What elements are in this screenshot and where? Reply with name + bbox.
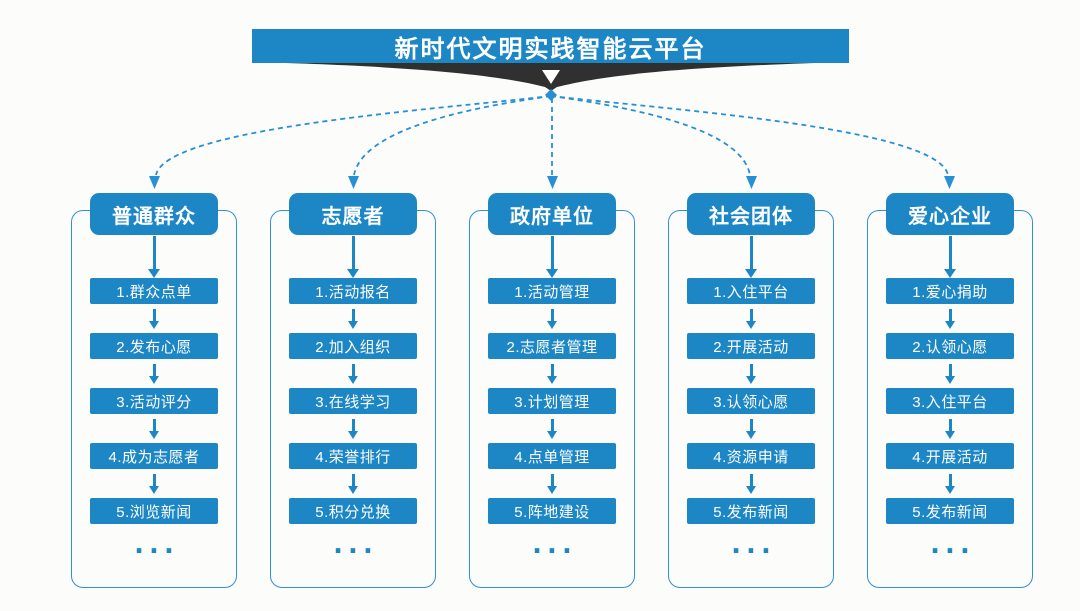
flow-step: 5.发布新闻 xyxy=(687,498,815,524)
title-ribbon-shadow xyxy=(252,62,849,91)
flow-step: 1.活动报名 xyxy=(289,278,417,304)
column-volunteers: 志愿者 1.活动报名 2.加入组织 3.在线学习 4.荣誉排行 5.积分兑换 .… xyxy=(270,193,436,588)
flow-step: 5.阵地建设 xyxy=(488,498,616,524)
column-header: 志愿者 xyxy=(289,193,417,235)
flow-step: 1.爱心捐助 xyxy=(886,278,1014,304)
platform-title: 新时代文明实践智能云平台 xyxy=(394,35,707,63)
ellipsis: ... xyxy=(731,524,777,560)
ellipsis: ... xyxy=(333,524,379,560)
arrow-down-icon xyxy=(149,469,159,498)
arrow-down-icon xyxy=(745,235,757,278)
flow-step: 2.加入组织 xyxy=(289,333,417,359)
arrow-down-icon xyxy=(149,359,159,388)
flow-step: 4.开展活动 xyxy=(886,443,1014,469)
flow-step: 4.点单管理 xyxy=(488,443,616,469)
arrow-down-icon xyxy=(148,235,160,278)
arrow-down-icon xyxy=(149,414,159,443)
arrow-down-icon xyxy=(547,304,557,333)
arrow-down-icon xyxy=(945,414,955,443)
flow-step: 5.发布新闻 xyxy=(886,498,1014,524)
flow-step: 3.计划管理 xyxy=(488,388,616,414)
flow-step: 4.成为志愿者 xyxy=(90,443,218,469)
flow-step: 3.认领心愿 xyxy=(687,388,815,414)
ellipsis: ... xyxy=(930,524,976,560)
platform-title-banner: 新时代文明实践智能云平台 xyxy=(252,29,849,63)
down-arrow-icon xyxy=(542,70,560,84)
flow-step: 3.活动评分 xyxy=(90,388,218,414)
flow-step: 1.入住平台 xyxy=(687,278,815,304)
arrow-down-icon xyxy=(348,359,358,388)
flow-step: 1.群众点单 xyxy=(90,278,218,304)
column-general-public: 普通群众 1.群众点单 2.发布心愿 3.活动评分 4.成为志愿者 5.浏览新闻… xyxy=(71,193,237,588)
arrow-down-icon xyxy=(347,235,359,278)
arrow-down-icon xyxy=(945,304,955,333)
arrow-down-icon xyxy=(746,304,756,333)
arrow-down-icon xyxy=(348,469,358,498)
flow-step: 4.荣誉排行 xyxy=(289,443,417,469)
arrow-down-icon xyxy=(348,304,358,333)
column-header: 政府单位 xyxy=(488,193,616,235)
connector-arrowhead-icon xyxy=(149,176,955,189)
arrow-down-icon xyxy=(546,235,558,278)
role-columns: 普通群众 1.群众点单 2.发布心愿 3.活动评分 4.成为志愿者 5.浏览新闻… xyxy=(71,193,1033,588)
flow-step: 2.开展活动 xyxy=(687,333,815,359)
arrow-down-icon xyxy=(547,414,557,443)
flow-step: 5.积分兑换 xyxy=(289,498,417,524)
arrow-down-icon xyxy=(348,414,358,443)
arrow-down-icon xyxy=(547,469,557,498)
arrow-down-icon xyxy=(944,235,956,278)
flow-step: 2.志愿者管理 xyxy=(488,333,616,359)
flow-step: 3.入住平台 xyxy=(886,388,1014,414)
connector-origin-node xyxy=(545,89,557,101)
arrow-down-icon xyxy=(945,469,955,498)
flow-step: 4.资源申请 xyxy=(687,443,815,469)
arrow-down-icon xyxy=(547,359,557,388)
column-header: 爱心企业 xyxy=(886,193,1014,235)
connector-lines xyxy=(155,95,949,176)
flow-step: 3.在线学习 xyxy=(289,388,417,414)
flow-step: 2.发布心愿 xyxy=(90,333,218,359)
arrow-down-icon xyxy=(746,414,756,443)
arrow-down-icon xyxy=(746,469,756,498)
column-header: 社会团体 xyxy=(687,193,815,235)
arrow-down-icon xyxy=(149,304,159,333)
flow-step: 5.浏览新闻 xyxy=(90,498,218,524)
ellipsis: ... xyxy=(134,524,180,560)
column-header: 普通群众 xyxy=(90,193,218,235)
flow-step: 2.认领心愿 xyxy=(886,333,1014,359)
flow-step: 1.活动管理 xyxy=(488,278,616,304)
arrow-down-icon xyxy=(746,359,756,388)
ellipsis: ... xyxy=(532,524,578,560)
column-social-groups: 社会团体 1.入住平台 2.开展活动 3.认领心愿 4.资源申请 5.发布新闻 … xyxy=(668,193,834,588)
arrow-down-icon xyxy=(945,359,955,388)
column-caring-enterprises: 爱心企业 1.爱心捐助 2.认领心愿 3.入住平台 4.开展活动 5.发布新闻 … xyxy=(867,193,1033,588)
column-government-units: 政府单位 1.活动管理 2.志愿者管理 3.计划管理 4.点单管理 5.阵地建设… xyxy=(469,193,635,588)
